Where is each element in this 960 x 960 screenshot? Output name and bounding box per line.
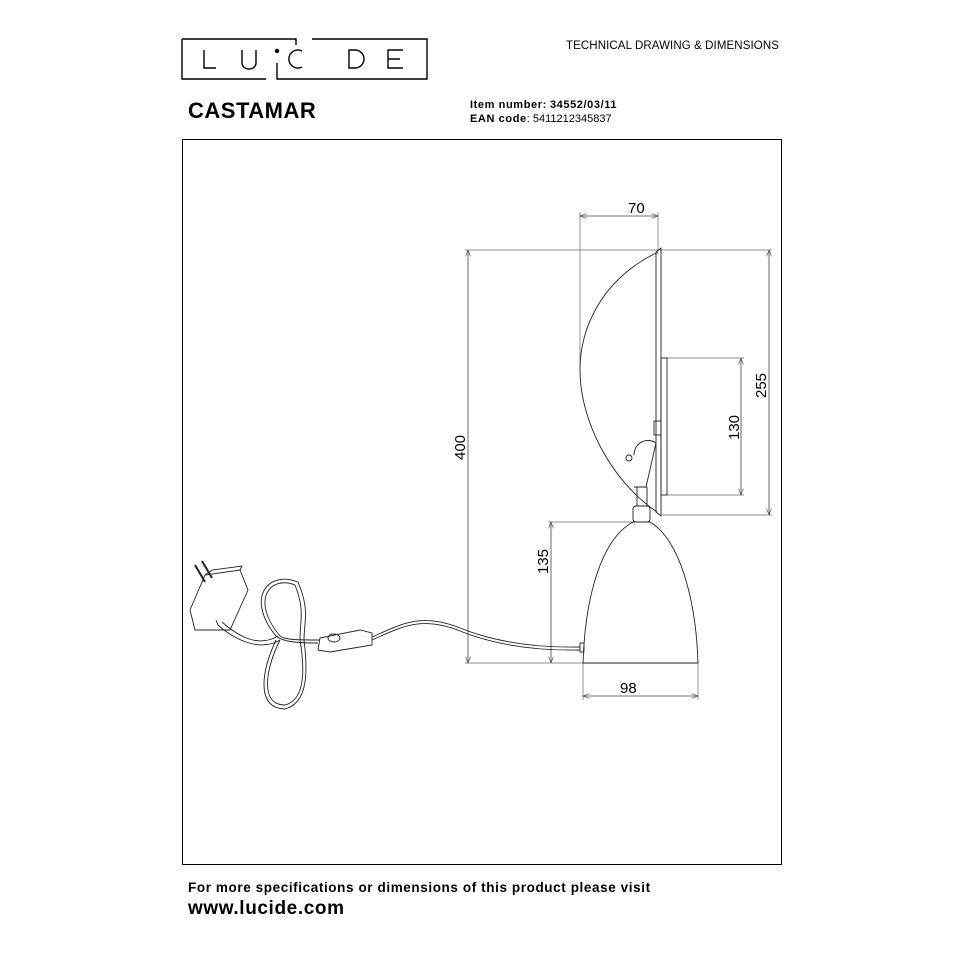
item-number-label: Item number: xyxy=(470,99,547,111)
lucide-logo xyxy=(181,38,428,80)
ean-code: : 5411212345837 xyxy=(526,113,612,125)
website-link[interactable]: www.lucide.com xyxy=(188,898,345,919)
dim-shade-height: 255 xyxy=(753,373,770,398)
dim-total-height: 400 xyxy=(452,435,469,460)
extension-lines xyxy=(465,212,772,700)
item-number: 34552/03/11 xyxy=(549,99,618,111)
product-name: CASTAMAR xyxy=(188,98,317,123)
dim-shade-depth: 70 xyxy=(628,200,645,217)
ean-label: EAN code xyxy=(470,113,527,125)
switch xyxy=(317,629,373,653)
item-number-row: Item number: 34552/03/11 xyxy=(470,98,617,112)
dimension-lines xyxy=(468,216,769,696)
footer-text: For more specifications or dimensions of… xyxy=(188,880,651,895)
lamp-illustration xyxy=(189,247,699,710)
document-type: TECHNICAL DRAWING & DIMENSIONS xyxy=(566,40,779,52)
base xyxy=(582,521,699,664)
cable xyxy=(371,620,581,648)
dim-backplate-height: 130 xyxy=(726,415,743,440)
dim-base-width: 98 xyxy=(620,680,637,697)
drawing-frame xyxy=(182,139,782,865)
item-info: Item number: 34552/03/11 EAN code: 54112… xyxy=(470,98,617,126)
power-adapter xyxy=(189,569,249,631)
dim-base-height: 135 xyxy=(535,549,552,574)
backplate xyxy=(660,357,668,496)
ean-row: EAN code: 5411212345837 xyxy=(470,112,617,126)
cable-loop xyxy=(264,582,321,706)
shade xyxy=(579,251,659,513)
